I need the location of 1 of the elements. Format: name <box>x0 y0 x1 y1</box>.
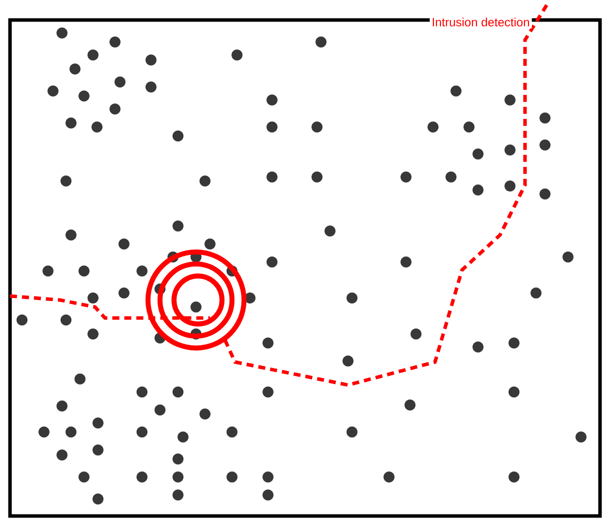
intrusion-label: Intrusion detection <box>432 18 529 26</box>
